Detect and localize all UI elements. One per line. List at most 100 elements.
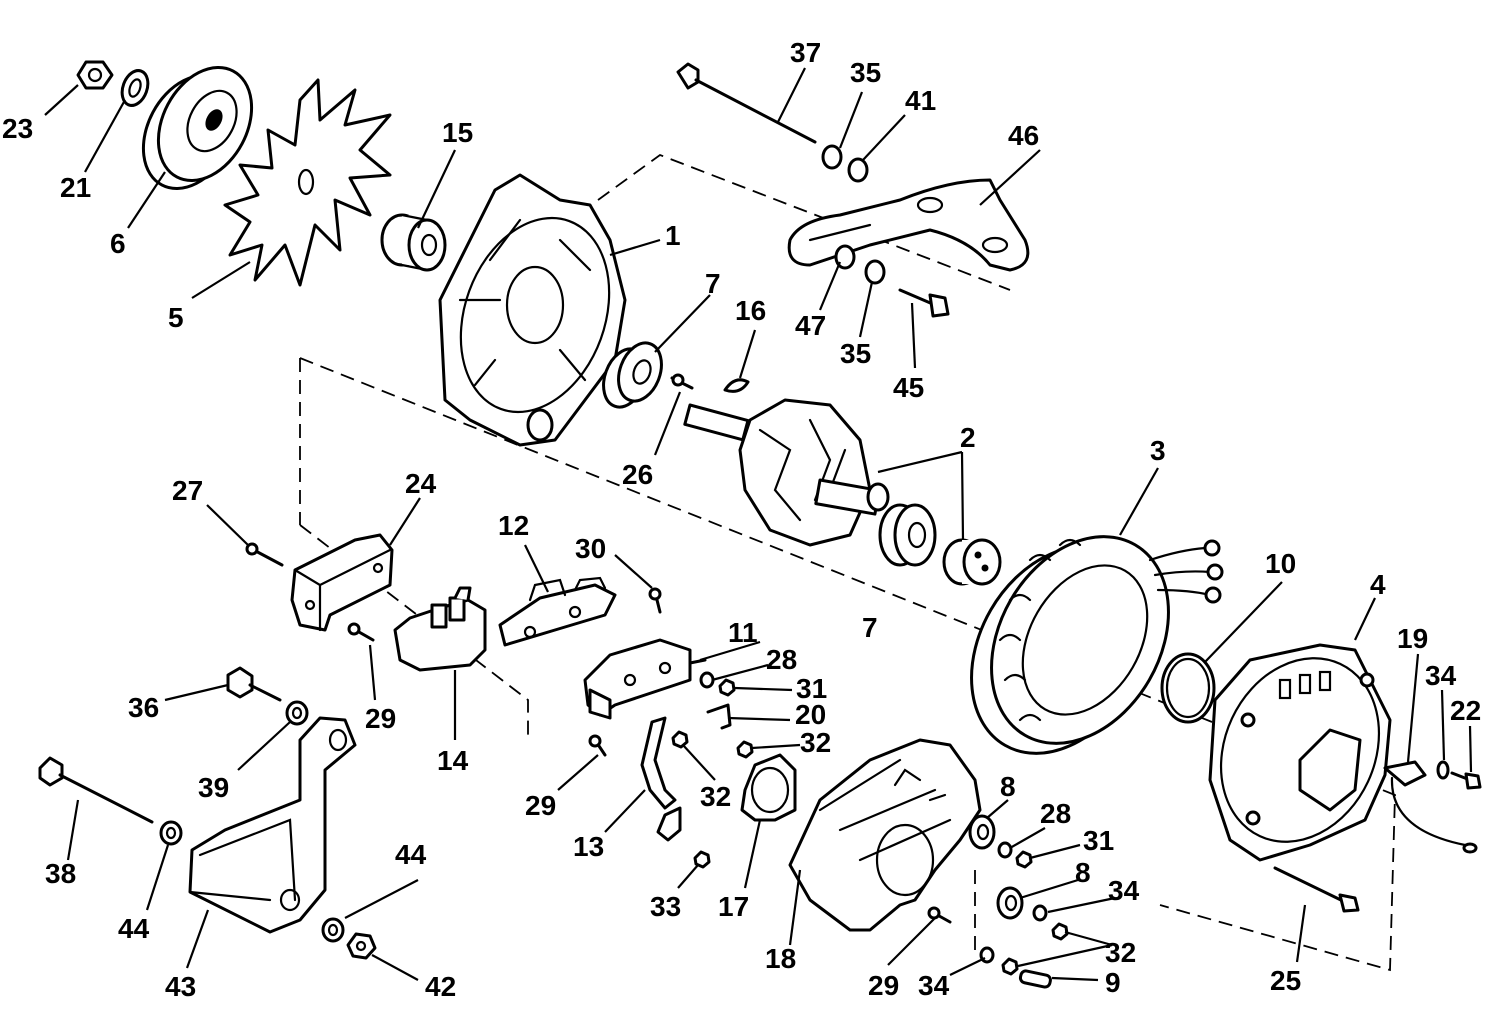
part-8-bushing-top [968,814,996,850]
part-31-nut-lower [1015,850,1033,869]
label-29-middle: 29 [525,790,556,821]
part-35-washer-top [821,144,843,170]
part-44-washer-bottom [321,917,345,943]
label-7-bottom: 7 [862,612,878,643]
label-34-middle: 34 [1108,875,1140,906]
part-27-screw [245,542,284,567]
part-13-strap [640,716,682,842]
label-38: 38 [45,858,76,889]
part-32-nut-mid [736,740,754,759]
part-29-screw-left [347,622,375,642]
label-35-top: 35 [850,57,881,88]
label-18: 18 [765,943,796,974]
label-9: 9 [1105,967,1121,998]
part-44-washer-left [159,820,183,846]
label-22: 22 [1450,695,1481,726]
label-27: 27 [172,475,203,506]
part-7-bearing-top [602,341,663,409]
part-43-mounting-bracket [188,716,357,934]
label-15: 15 [442,117,473,148]
label-10: 10 [1265,548,1296,579]
label-35-lower: 35 [840,338,871,369]
part-33-nut [693,850,711,869]
label-11: 11 [728,617,758,648]
part-1-drive-end-housing [438,173,627,447]
part-2-slip-ring [942,538,1002,586]
part-18-end-cover [788,738,982,932]
label-21: 21 [60,172,91,203]
part-36-bolt [226,666,282,702]
label-30: 30 [575,533,606,564]
label-13: 13 [573,831,604,862]
part-24-bracket [290,533,394,632]
label-5: 5 [168,302,184,333]
label-37: 37 [790,37,821,68]
part-4-slip-ring-end-housing [1208,643,1392,862]
label-1: 1 [665,220,681,251]
part-23-nut [76,60,114,90]
part-28-washer-lower [997,841,1013,859]
part-3-stator [970,535,1224,755]
part-39-washer [285,700,309,726]
part-9-pin [1018,969,1052,989]
part-42-nut [346,932,377,960]
part-11-rectifier [583,638,707,720]
label-29-bottom: 29 [868,970,899,1001]
label-34-bottom: 34 [918,970,950,1001]
part-21-washer [120,69,150,107]
label-26: 26 [622,459,653,490]
label-25: 25 [1270,965,1301,996]
part-number-labels: 23 21 6 5 15 1 7 16 26 37 35 41 46 47 35… [2,37,1481,1002]
label-41: 41 [905,85,936,116]
part-7-bearing-bottom [878,503,937,567]
label-46: 46 [1008,120,1039,151]
label-44-bottom: 44 [395,839,427,870]
part-38-bolt [38,756,154,824]
label-19: 19 [1397,623,1428,654]
part-6-pulley [141,65,254,191]
part-31-nut-top [718,678,736,697]
part-12-heat-sink [498,576,617,647]
part-8-bushing-bottom [996,886,1024,920]
label-34-right: 34 [1425,660,1457,691]
part-32-nut-bottom [1001,957,1019,976]
part-2-rotor [683,398,890,547]
label-23: 23 [2,113,33,144]
label-6: 6 [110,228,126,259]
part-32-nut-lower [671,730,689,749]
part-22-screw [1450,771,1482,790]
part-15-spacer [380,213,447,272]
label-36: 36 [128,692,159,723]
part-10-o-ring [1160,652,1216,724]
label-8-bottom: 8 [1075,857,1091,888]
label-32-left: 32 [700,781,731,812]
label-39: 39 [198,772,229,803]
label-32-mid: 32 [800,727,831,758]
label-29-left: 29 [365,703,396,734]
label-28-lower: 28 [1040,798,1071,829]
label-20: 20 [795,699,826,730]
label-4: 4 [1370,569,1386,600]
label-12: 12 [498,510,529,541]
part-5-fan [223,78,392,287]
part-16-key [723,378,750,393]
part-35-washer-lower [864,259,886,285]
part-25-through-bolt [1273,866,1360,913]
part-30-screw [648,587,662,614]
label-33: 33 [650,891,681,922]
part-37-bolt [676,62,817,144]
part-14-brush-holder [393,586,487,672]
label-31-top: 31 [796,673,827,704]
label-2: 2 [960,422,976,453]
label-31-lower: 31 [1083,825,1114,856]
label-45: 45 [893,372,924,403]
part-34-washer-middle [1032,904,1048,922]
part-32-nut-right [1051,922,1069,941]
label-17: 17 [718,891,749,922]
part-45-bolt [898,288,950,318]
part-26-screw [670,373,694,390]
label-44-left: 44 [118,913,150,944]
label-14: 14 [437,745,469,776]
label-24: 24 [405,468,437,499]
